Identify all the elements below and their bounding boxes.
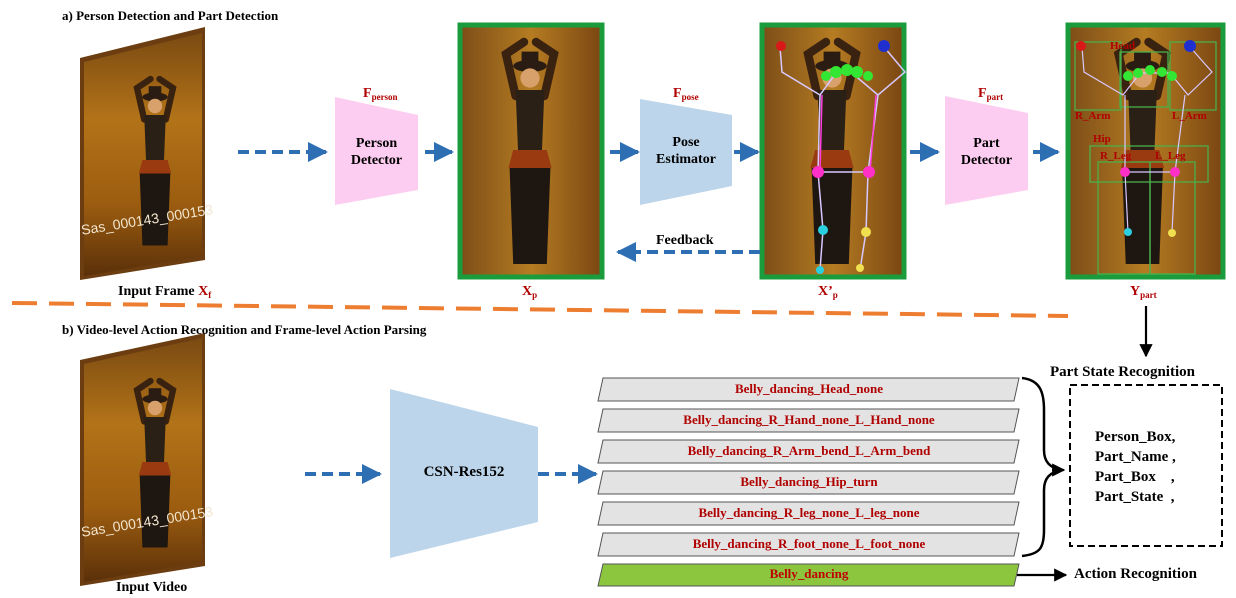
action-bar-label-6: Belly_dancing_R_foot_none_L_foot_none [692, 536, 926, 551]
action-bar-4 [597, 470, 1020, 495]
action-bar-label-5: Belly_dancing_R_leg_none_L_leg_none [698, 505, 920, 520]
caption-ypart: Ypart [1130, 284, 1157, 300]
action-bar-label-4: Belly_dancing_Hip_turn [740, 474, 878, 489]
caption-input-video: Input Video [116, 580, 188, 595]
action-bar-final [597, 563, 1020, 587]
action-bar-label-1: Belly_dancing_Head_none [734, 381, 884, 396]
part-state-item-3: Part_Box , [1095, 469, 1175, 485]
part-label-r-arm: R_Arm [1075, 110, 1111, 122]
fn-person-label: Fperson [363, 86, 398, 102]
action-bar-2 [597, 408, 1020, 433]
csn-label: CSN-Res152 [423, 464, 505, 480]
xp-frame-image [457, 22, 605, 280]
xpp-frame-image [759, 22, 907, 280]
ypart-frame-image [1065, 22, 1226, 280]
action-bar-1 [597, 377, 1020, 402]
action-bar-label-3: Belly_dancing_R_Arm_bend_L_Arm_bend [687, 443, 931, 458]
caption-input-frame: Input Frame Xf [118, 284, 212, 300]
section-a-title: a) Person Detection and Part Detection [62, 8, 279, 23]
input-video-image [80, 333, 205, 586]
part-label-l-leg: L_Leg [1155, 150, 1186, 162]
caption-xp: Xp [522, 284, 538, 300]
input-frame-image [80, 27, 205, 280]
csn-shape [390, 389, 538, 558]
section-divider [11, 301, 1069, 318]
curly-brace [1021, 376, 1063, 558]
section-b-title: b) Video-level Action Recognition and Fr… [62, 322, 427, 337]
part-detector-shape [945, 96, 1028, 205]
fn-pose-label: Fpose [673, 86, 699, 102]
caption-xpp: X’p [818, 284, 838, 300]
feedback-label: Feedback [656, 233, 714, 248]
part-state-title: Part State Recognition [1050, 364, 1195, 380]
action-bar-5 [597, 501, 1020, 526]
part-label-r-leg: R_Leg [1100, 150, 1132, 162]
action-bar-label-2: Belly_dancing_R_Hand_none_L_Hand_none [683, 412, 935, 427]
part-state-items: Person_Box, Part_Name , Part_Box , Part_… [1095, 427, 1176, 507]
action-recognition-label: Action Recognition [1074, 566, 1197, 582]
action-bar-3 [597, 439, 1020, 464]
action-bar-final-label: Belly_dancing [769, 566, 849, 581]
fn-part-label: Fpart [978, 86, 1004, 102]
part-state-item-2: Part_Name , [1095, 449, 1176, 465]
part-state-item-4: Part_State , [1095, 489, 1175, 505]
part-state-box [1069, 384, 1223, 547]
person-detector-shape [335, 97, 418, 205]
action-bars [597, 377, 1020, 587]
part-state-item-1: Person_Box, [1095, 429, 1176, 445]
pose-estimator-shape [640, 99, 732, 205]
part-label-head: Head [1110, 40, 1136, 52]
part-label-l-arm: L_Arm [1172, 110, 1207, 122]
action-bar-6 [597, 532, 1020, 557]
part-label-hip: Hip [1093, 133, 1111, 145]
